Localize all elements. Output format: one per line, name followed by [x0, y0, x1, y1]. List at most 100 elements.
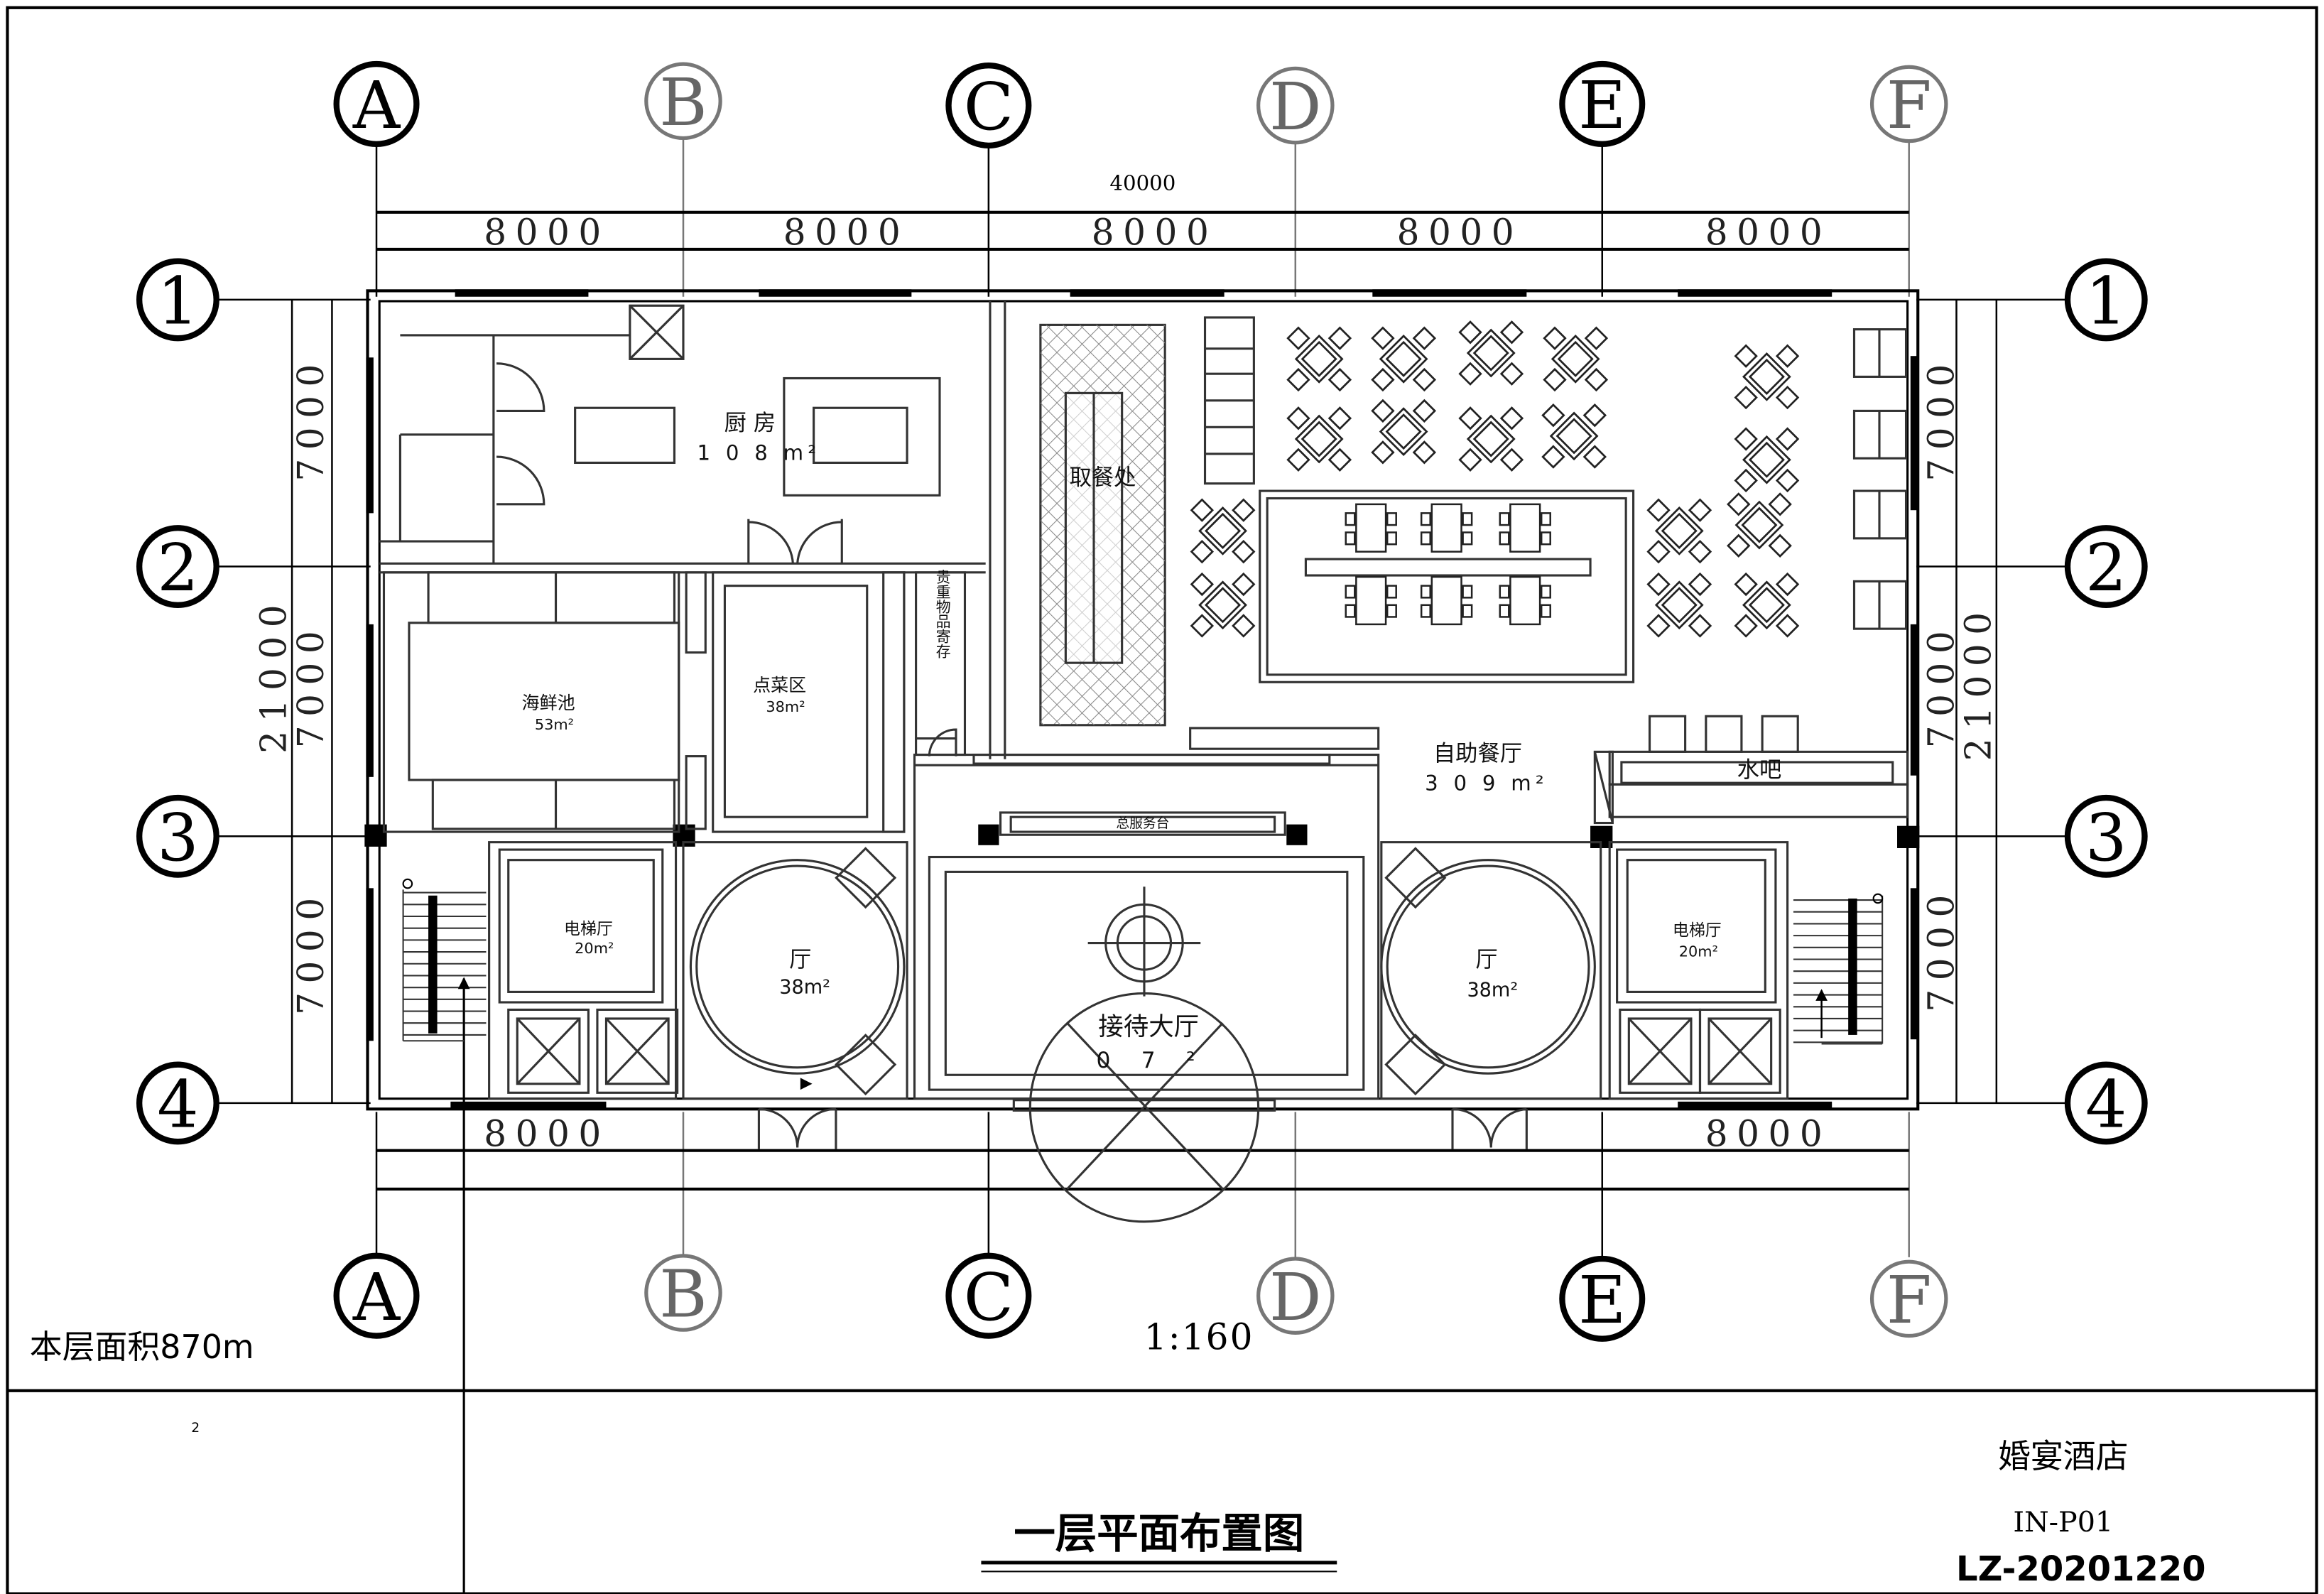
axis-bubbles-bottom: A B C D E F	[333, 1252, 1948, 1342]
kitchen-label: 厨 房	[724, 411, 776, 436]
svg-text:B: B	[659, 65, 707, 141]
kitchen-area	[379, 300, 1006, 759]
left-side-dimensions: 7000 7000 7000 21000	[254, 355, 332, 1015]
elevator-right-area-label: 20m²	[1679, 943, 1718, 960]
seafood-pool-label: 海鲜池	[522, 693, 575, 713]
round-table-set	[1190, 498, 1256, 564]
svg-text:8000: 8000	[484, 1113, 610, 1154]
column-grid-lines	[375, 139, 1910, 1257]
drawing-scale: 1:160	[1144, 1316, 1254, 1357]
svg-text:C: C	[964, 1259, 1014, 1335]
axis-bubbles-left: 1 2 3 4	[136, 258, 219, 1145]
hall-left-area-label: 38m²	[779, 976, 830, 998]
svg-text:8000: 8000	[1092, 212, 1218, 254]
hall-right-label: 厅	[1475, 947, 1497, 972]
svg-text:7000: 7000	[1921, 355, 1962, 482]
svg-text:2: 2	[157, 530, 198, 606]
drawing-title: 一层平面布置图	[1014, 1509, 1304, 1558]
svg-text:A: A	[352, 67, 401, 143]
kitchen-area-label: 1 0 8 m²	[697, 440, 820, 465]
lobby-label: 接待大厅	[1098, 1012, 1199, 1041]
food-pickup-counter	[1039, 323, 1166, 727]
round-table-set	[1734, 572, 1800, 638]
axis-bubbles-top: A B C D E F	[333, 60, 1948, 149]
round-table-set	[1286, 326, 1352, 392]
svg-text:3: 3	[157, 800, 198, 876]
svg-text:8000: 8000	[783, 212, 910, 254]
bottom-bay-dimensions: 8000 8000	[484, 1113, 1832, 1154]
round-table-set	[1458, 320, 1524, 386]
round-table-set	[1286, 406, 1352, 472]
building-outline	[366, 289, 1920, 1111]
small-table-set	[1345, 575, 1397, 626]
round-table-set	[1371, 326, 1437, 392]
elevator-right-label: 电梯厅	[1673, 921, 1722, 940]
seafood-pool-area	[382, 571, 707, 833]
round-table-set	[1734, 427, 1800, 493]
round-table-set	[1458, 406, 1524, 472]
order-area	[712, 571, 967, 833]
round-table-set	[1541, 403, 1607, 469]
round-table-set	[1727, 492, 1792, 558]
elevator-left-area-label: 20m²	[575, 940, 614, 957]
round-table-set	[1646, 572, 1712, 638]
water-bar	[1189, 715, 1909, 825]
svg-text:D: D	[1269, 1259, 1322, 1335]
round-table-set	[1734, 344, 1800, 410]
svg-text:8000: 8000	[484, 212, 610, 254]
svg-text:A: A	[352, 1259, 401, 1335]
axis-bubbles-right: 1 2 3 4	[2064, 258, 2148, 1145]
seafood-pool-area-label: 53m²	[535, 716, 574, 733]
floor-area-superscript: 2	[191, 1421, 200, 1436]
small-table-set	[1499, 503, 1551, 553]
svg-text:C: C	[964, 69, 1014, 145]
small-table-set	[1420, 503, 1473, 553]
project-code: LZ-20201220	[1956, 1549, 2206, 1589]
side-dimension-lines	[290, 299, 1998, 1103]
svg-text:7000: 7000	[1921, 622, 1962, 749]
hall-right-area-label: 38m²	[1467, 980, 1518, 1002]
water-bar-label: 水吧	[1737, 757, 1782, 783]
lobby-area-label: 0 7 ²	[1097, 1048, 1207, 1073]
svg-text:E: E	[1578, 1262, 1626, 1338]
buffet-round-tables	[1190, 320, 1800, 638]
overall-dimension: 40000	[1109, 170, 1175, 195]
svg-text:D: D	[1269, 69, 1322, 145]
right-side-dimensions: 7000 7000 7000 21000	[1921, 355, 1999, 1012]
order-area-label: 点菜区	[753, 675, 806, 695]
svg-text:4: 4	[157, 1066, 198, 1142]
small-table-set	[1345, 503, 1397, 553]
buffet-small-tables	[1345, 503, 1551, 626]
svg-text:7000: 7000	[290, 889, 332, 1015]
floor-area-label: 本层面积870m	[30, 1328, 254, 1366]
order-area-area-label: 38m²	[766, 698, 805, 715]
small-table-set	[1499, 575, 1551, 626]
svg-text:8000: 8000	[1705, 212, 1832, 254]
buffet-label: 自助餐厅	[1433, 741, 1522, 766]
svg-text:B: B	[659, 1257, 707, 1333]
row-grid-lines	[215, 298, 2068, 1105]
svg-text:7000: 7000	[1921, 886, 1962, 1012]
svg-text:2: 2	[2085, 530, 2127, 606]
food-pickup-label: 取餐处	[1070, 465, 1136, 491]
svg-text:1: 1	[2085, 263, 2127, 339]
lobby-area	[913, 753, 1380, 1223]
round-halls	[682, 841, 1602, 1149]
svg-text:F: F	[1886, 67, 1932, 143]
round-table-set	[1646, 498, 1712, 564]
small-table-set	[1420, 575, 1473, 626]
svg-text:E: E	[1578, 67, 1626, 143]
svg-text:7000: 7000	[290, 355, 332, 482]
project-name: 婚宴酒店	[1998, 1437, 2129, 1475]
stairs	[402, 878, 1884, 1090]
svg-text:F: F	[1886, 1262, 1932, 1338]
svg-text:8000: 8000	[1397, 212, 1524, 254]
valuables-label: 贵重物品寄存	[934, 570, 951, 659]
svg-text:21000: 21000	[1958, 603, 1999, 761]
elevator-left-label: 电梯厅	[564, 920, 613, 938]
round-table-set	[1190, 572, 1256, 638]
svg-text:8000: 8000	[1705, 1113, 1832, 1154]
top-dimension-lines	[376, 210, 1909, 1191]
elevator-halls	[488, 841, 1789, 1100]
